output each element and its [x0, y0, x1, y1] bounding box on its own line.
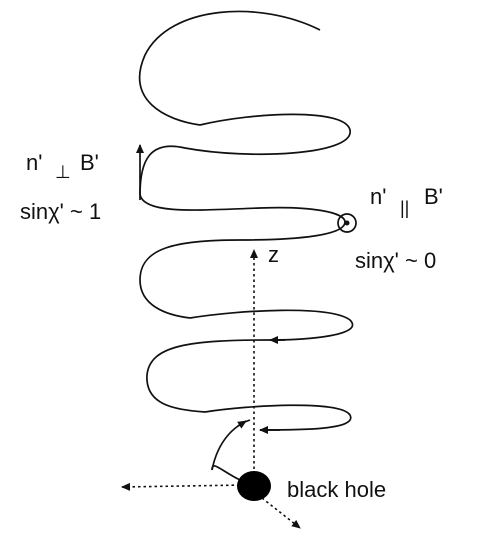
helix-coil-4 — [205, 405, 351, 430]
para-n-label: n' — [370, 184, 386, 209]
sin-para-label: sinχ' ~ 0 — [355, 248, 436, 273]
z-axis-label: z — [268, 242, 279, 267]
helix-trajectory — [140, 11, 353, 480]
perp-B-label: B' — [80, 150, 99, 175]
helix-origin-arc — [212, 420, 250, 470]
helix-coil-1 — [140, 114, 350, 195]
helix-lower-arc — [212, 466, 240, 480]
helix-coil-2 — [140, 195, 345, 318]
helix-top-arc — [140, 11, 320, 125]
helix-coil-3 — [147, 310, 353, 412]
parallel-point-dot — [345, 221, 350, 226]
origin-direction-arrow — [238, 421, 246, 426]
black-hole — [237, 471, 271, 501]
black-hole-label: black hole — [287, 477, 386, 502]
x-axis-line — [122, 485, 245, 487]
helix-direction-arrows — [140, 145, 285, 430]
y-axis-line — [262, 498, 300, 528]
perp-symbol: ⊥ — [55, 162, 71, 182]
sin-perp-label: sinχ' ~ 1 — [20, 199, 101, 224]
perp-n-label: n' — [26, 150, 42, 175]
para-symbol: || — [400, 198, 409, 218]
para-B-label: B' — [424, 184, 443, 209]
